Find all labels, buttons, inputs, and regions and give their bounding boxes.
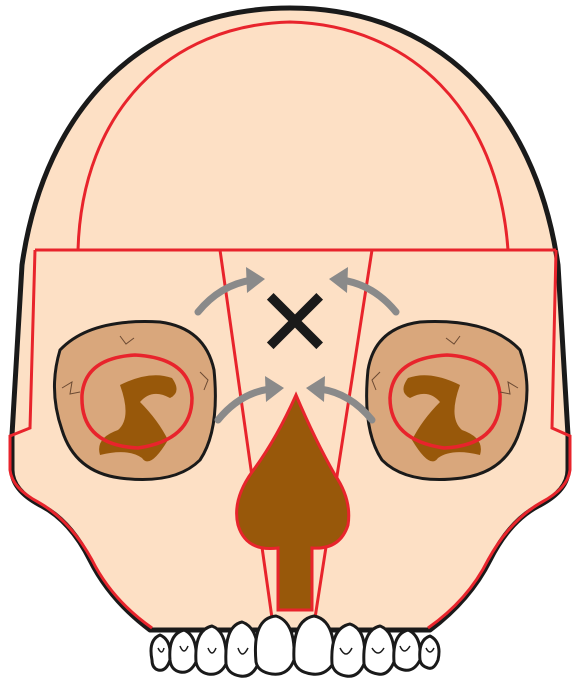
left-orbit <box>54 322 215 480</box>
tooth <box>364 626 394 674</box>
tooth <box>196 626 226 674</box>
tooth <box>255 616 294 674</box>
x-mark: ✕ <box>255 267 335 379</box>
tooth <box>226 622 258 676</box>
tooth <box>294 616 334 674</box>
tooth <box>151 635 170 670</box>
right-orbit <box>367 322 527 480</box>
tooth <box>332 624 365 676</box>
